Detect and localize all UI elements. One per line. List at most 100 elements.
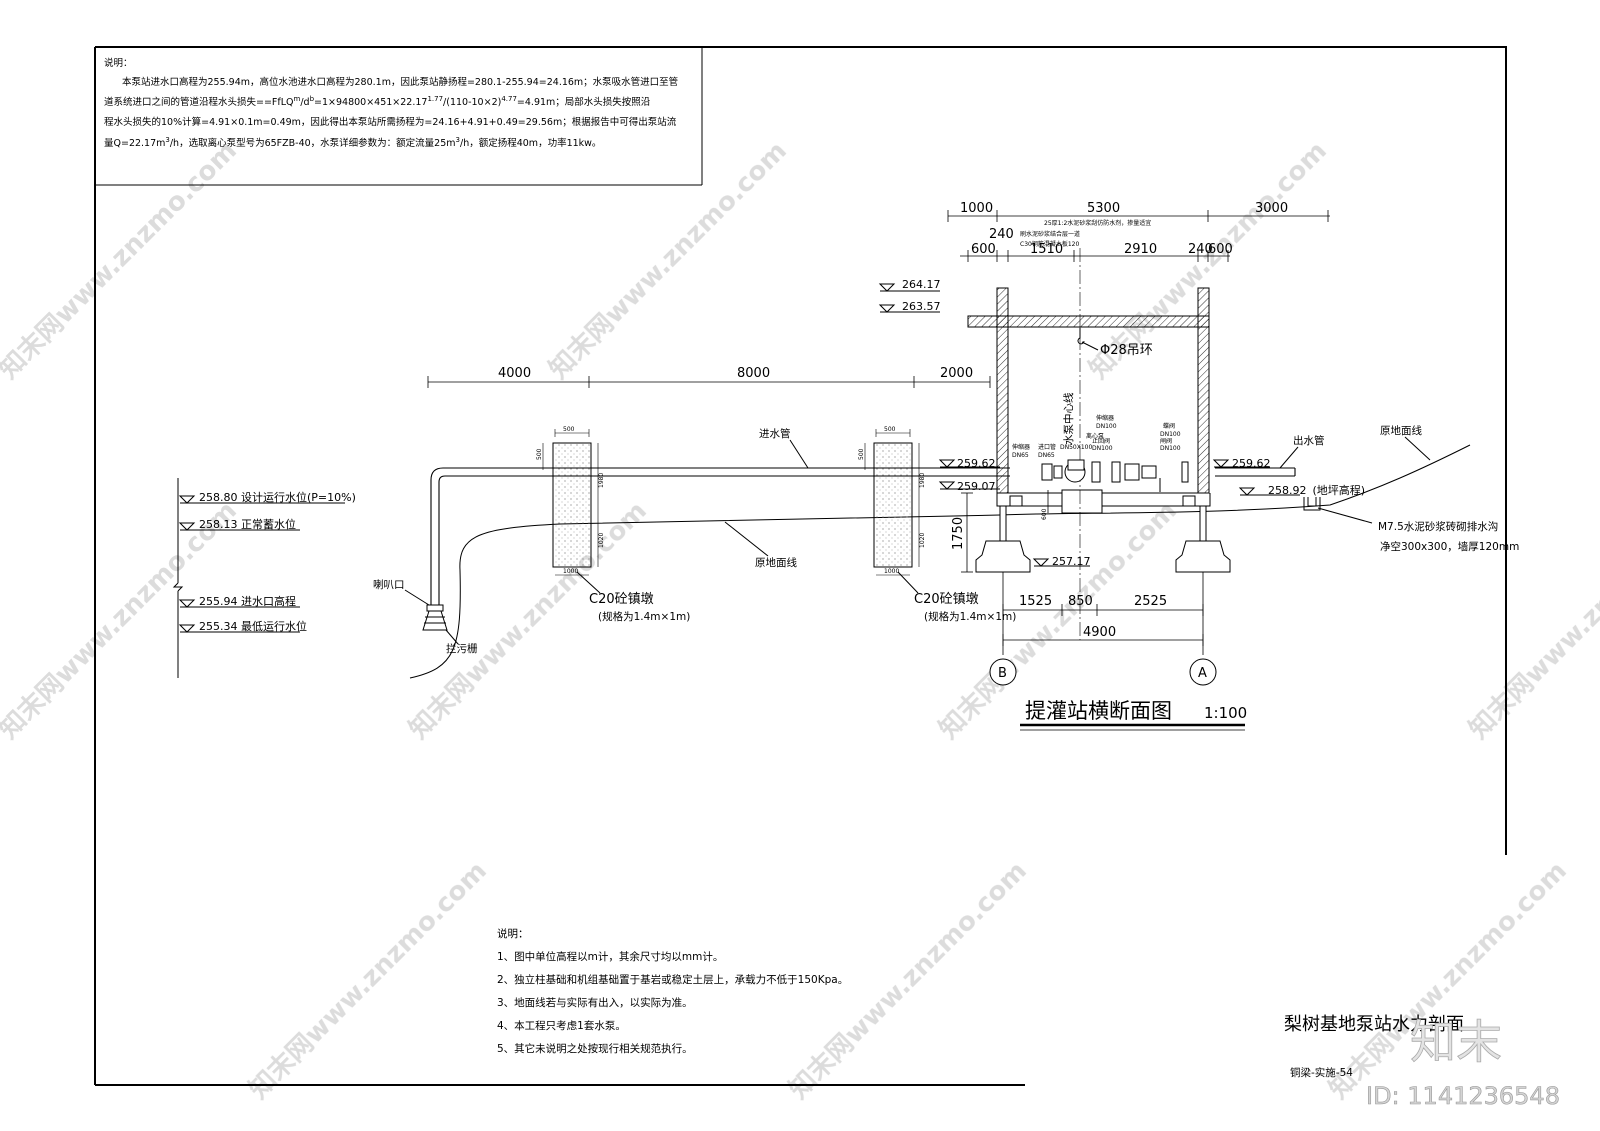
level-marker	[938, 459, 1300, 567]
dim-text: 1000	[563, 568, 578, 575]
roof-note: 刷水泥砂浆结合层一道	[1020, 230, 1080, 238]
dim-text: 600	[971, 242, 996, 257]
dim-text: 1980	[919, 473, 926, 488]
pump-house	[967, 287, 1231, 573]
svg-text:DN100: DN100	[1160, 445, 1181, 452]
drain-ditch	[1303, 497, 1373, 524]
dimension-line	[1002, 572, 1204, 655]
dim-text: 600	[1041, 508, 1048, 520]
svg-text:4、本工程只考虑1套水泵。: 4、本工程只考虑1套水泵。	[497, 1019, 626, 1032]
notes-line: 程水头损失的10%计算=4.91×0.1m=0.49m，因此得出本泵站所需扬程为…	[104, 116, 677, 128]
label-block1-spec: (规格为1.4m×1m)	[598, 610, 690, 623]
svg-text:DN100: DN100	[1160, 431, 1181, 438]
watermark-logo: 知末	[1410, 1015, 1502, 1069]
leader-line	[724, 521, 769, 557]
dim-text: 1020	[598, 533, 605, 548]
level-lowest: 255.34 最低运行水位	[199, 619, 307, 633]
dim-text: 500	[536, 448, 543, 460]
water-level-legend	[172, 478, 345, 678]
level-roof-top: 264.17	[902, 278, 941, 291]
level-marker	[178, 495, 345, 633]
watermark-text: 知末网www.znzmo.com	[544, 136, 793, 385]
svg-text:DN50X100: DN50X100	[1060, 444, 1092, 451]
notes-line: 道系统进口之间的管道沿程水头损失==FfLQm/db=1×94800×451×2…	[104, 95, 651, 108]
svg-text:3、地面线若与实际有出入，以实际为准。: 3、地面线若与实际有出入，以实际为准。	[497, 996, 693, 1009]
dim-text: 2525	[1134, 594, 1167, 609]
svg-text:离心泵: 离心泵	[1086, 432, 1104, 440]
level-roof-bottom: 263.57	[902, 300, 941, 313]
watermark-text: 知末网www.znzmo.com	[1464, 496, 1600, 745]
label-ditch: M7.5水泥砂浆砖砌排水沟	[1378, 520, 1498, 533]
svg-text:伸缩器: 伸缩器	[1096, 414, 1114, 422]
svg-text:进口管: 进口管	[1038, 443, 1056, 451]
watermark-id: ID: 1141236548	[1366, 1082, 1560, 1110]
ground-line	[409, 444, 1471, 679]
svg-text:DN100: DN100	[1092, 445, 1113, 452]
svg-text:蝶阀: 蝶阀	[1163, 422, 1175, 430]
anchor-block-1: 500 500 1980 1020 1000	[536, 426, 605, 576]
leader-line	[445, 629, 459, 645]
level-inlet: 255.94 进水口高程	[199, 594, 296, 608]
valve-labels: 伸缩器 DN65 进口管 DN65 DN50X100 伸缩器 DN100 离心泵…	[1012, 414, 1181, 459]
level-ground-out: 258.92(地坪高程)	[1268, 483, 1365, 497]
sheet-code: 铜梁-实施-54	[1290, 1066, 1353, 1079]
svg-text:闸阀: 闸阀	[1160, 437, 1172, 445]
dim-text: 1980	[598, 473, 605, 488]
dimension-line	[427, 376, 991, 388]
svg-text:5、其它未说明之处按现行相关规范执行。: 5、其它未说明之处按现行相关规范执行。	[497, 1042, 693, 1055]
svg-text:DN100: DN100	[1096, 423, 1117, 430]
dim-text: 1020	[919, 533, 926, 548]
dim-text: 240	[1188, 242, 1213, 257]
label-horn: 喇叭口	[373, 579, 405, 591]
inlet-pipe	[430, 467, 1296, 605]
leader-line	[897, 571, 919, 594]
leader-line	[404, 589, 430, 606]
dim-text: 850	[1068, 594, 1093, 609]
dim-text: 1000	[960, 201, 993, 216]
label-ditch-spec: 净空300x300，墙厚120mm	[1380, 540, 1519, 553]
label-inlet-pipe: 进水管	[759, 427, 791, 440]
horn-mouth	[422, 604, 448, 631]
dim-text: 2000	[940, 366, 973, 381]
dim-text: 500	[563, 426, 575, 433]
notes-heading: 说明：	[104, 57, 133, 69]
sheet-frame	[94, 46, 1507, 1086]
label-outlet-pipe: 出水管	[1293, 434, 1325, 447]
bottom-notes: 说明： 1、图中单位高程以m计，其余尺寸均以mm计。 2、独立柱基础和机组基础置…	[497, 927, 848, 1055]
roof-note: C30钢筋混凝土板120	[1020, 240, 1079, 248]
dim-text: 500	[858, 448, 865, 460]
svg-text:说明：: 说明：	[497, 927, 529, 940]
level-footing: 257.17	[1052, 555, 1091, 568]
label-ring: Φ28吊环	[1100, 343, 1153, 358]
level-pipe-out: 259.62	[1232, 457, 1271, 470]
dimension-line	[961, 490, 1049, 573]
notes-line: 量Q=22.17m3/h，选取离心泵型号为65FZB-40，水泵详细参数为：额定…	[104, 136, 601, 149]
pump-assembly	[1041, 459, 1189, 492]
dim-text: 1000	[884, 568, 899, 575]
roof-note: 25厚1:2水泥砂浆刮仿防水剂，掺量适宜	[1044, 219, 1151, 227]
dim-text: 1510	[1030, 242, 1063, 257]
dim-text: 1525	[1019, 594, 1052, 609]
leader-line	[1404, 436, 1431, 461]
svg-text:DN65: DN65	[1038, 452, 1055, 459]
dim-text: 5300	[1087, 201, 1120, 216]
svg-text:2、独立柱基础和机组基础置于基岩或稳定土层上，承载力不低于1: 2、独立柱基础和机组基础置于基岩或稳定土层上，承载力不低于150Kpa。	[497, 973, 848, 986]
axis-bubble-a: A	[1189, 658, 1217, 686]
leader-line	[1279, 446, 1299, 469]
drawing-title: 提灌站横断面图	[1025, 699, 1172, 723]
svg-text:B: B	[998, 666, 1007, 681]
dim-text: 2910	[1124, 242, 1157, 257]
svg-text:DN65: DN65	[1012, 452, 1029, 459]
label-orig-ground: 原地面线	[755, 556, 797, 569]
label-pump-axis: 水泵中心线	[1062, 392, 1075, 445]
level-floor-in: 259.07	[957, 480, 996, 493]
axis-bubble-b: B	[989, 658, 1017, 686]
notes-line: 本泵站进水口高程为255.94m，高位水池进水口高程为280.1m，因此泵站静扬…	[122, 76, 678, 88]
dim-text: 3000	[1255, 201, 1288, 216]
leader-line	[789, 439, 809, 469]
dim-text: 240	[989, 227, 1014, 242]
dim-text: 500	[884, 426, 896, 433]
dimension-line	[947, 210, 1330, 262]
label-block2-spec: (规格为1.4m×1m)	[924, 610, 1016, 623]
